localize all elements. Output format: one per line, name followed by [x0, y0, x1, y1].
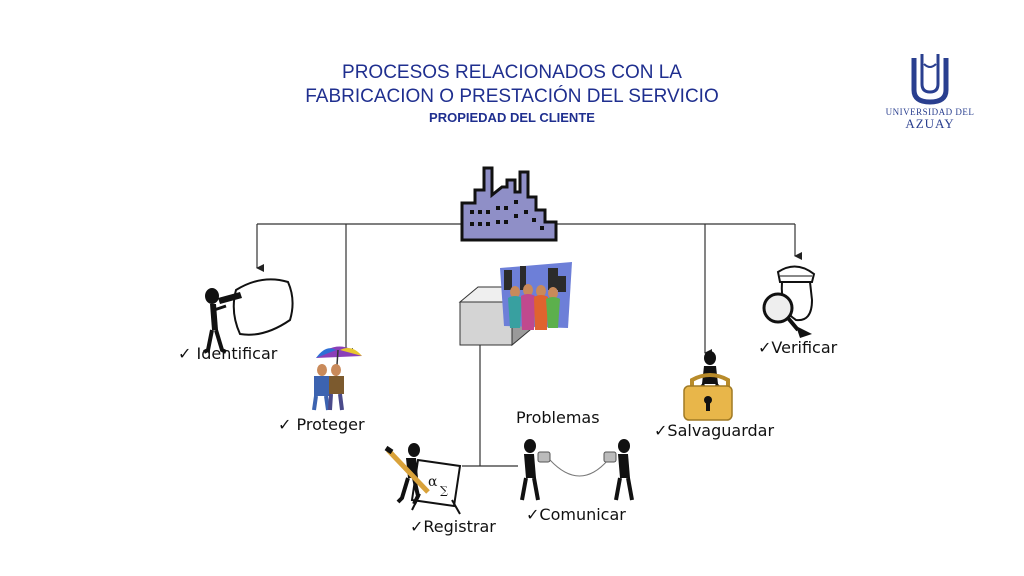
label-registrar: ✓Registrar — [410, 517, 496, 536]
label-comunicar: ✓Comunicar — [526, 505, 626, 524]
svg-text:α: α — [428, 474, 438, 490]
label-verificar: ✓Verificar — [758, 338, 838, 357]
label-comunicar-text: Comunicar — [539, 505, 626, 524]
title-line-2: FABRICACION O PRESTACIÓN DEL SERVICIO — [305, 86, 719, 107]
label-proteger-text: Proteger — [296, 415, 365, 434]
label-problemas: Problemas — [516, 408, 600, 427]
subtitle: PROPIEDAD DEL CLIENTE — [429, 110, 595, 125]
label-salvaguardar-text: Salvaguardar — [667, 421, 775, 440]
label-identificar: ✓ Identificar — [178, 344, 278, 363]
university-logo: UNIVERSIDAD DEL AZUAY — [884, 50, 976, 134]
label-proteger: ✓ Proteger — [278, 415, 365, 434]
logo-text-line2: AZUAY — [905, 116, 955, 131]
university-emblem-icon — [911, 54, 949, 105]
label-registrar-text: Registrar — [423, 517, 496, 536]
title-line-1: PROCESOS RELACIONADOS CON LA — [342, 62, 682, 83]
label-verificar-text: Verificar — [771, 338, 838, 357]
label-identificar-text: Identificar — [196, 344, 278, 363]
logo-text-line1: UNIVERSIDAD DEL — [885, 107, 975, 117]
label-salvaguardar: ✓Salvaguardar — [654, 421, 775, 440]
svg-text:∑: ∑ — [440, 484, 448, 497]
